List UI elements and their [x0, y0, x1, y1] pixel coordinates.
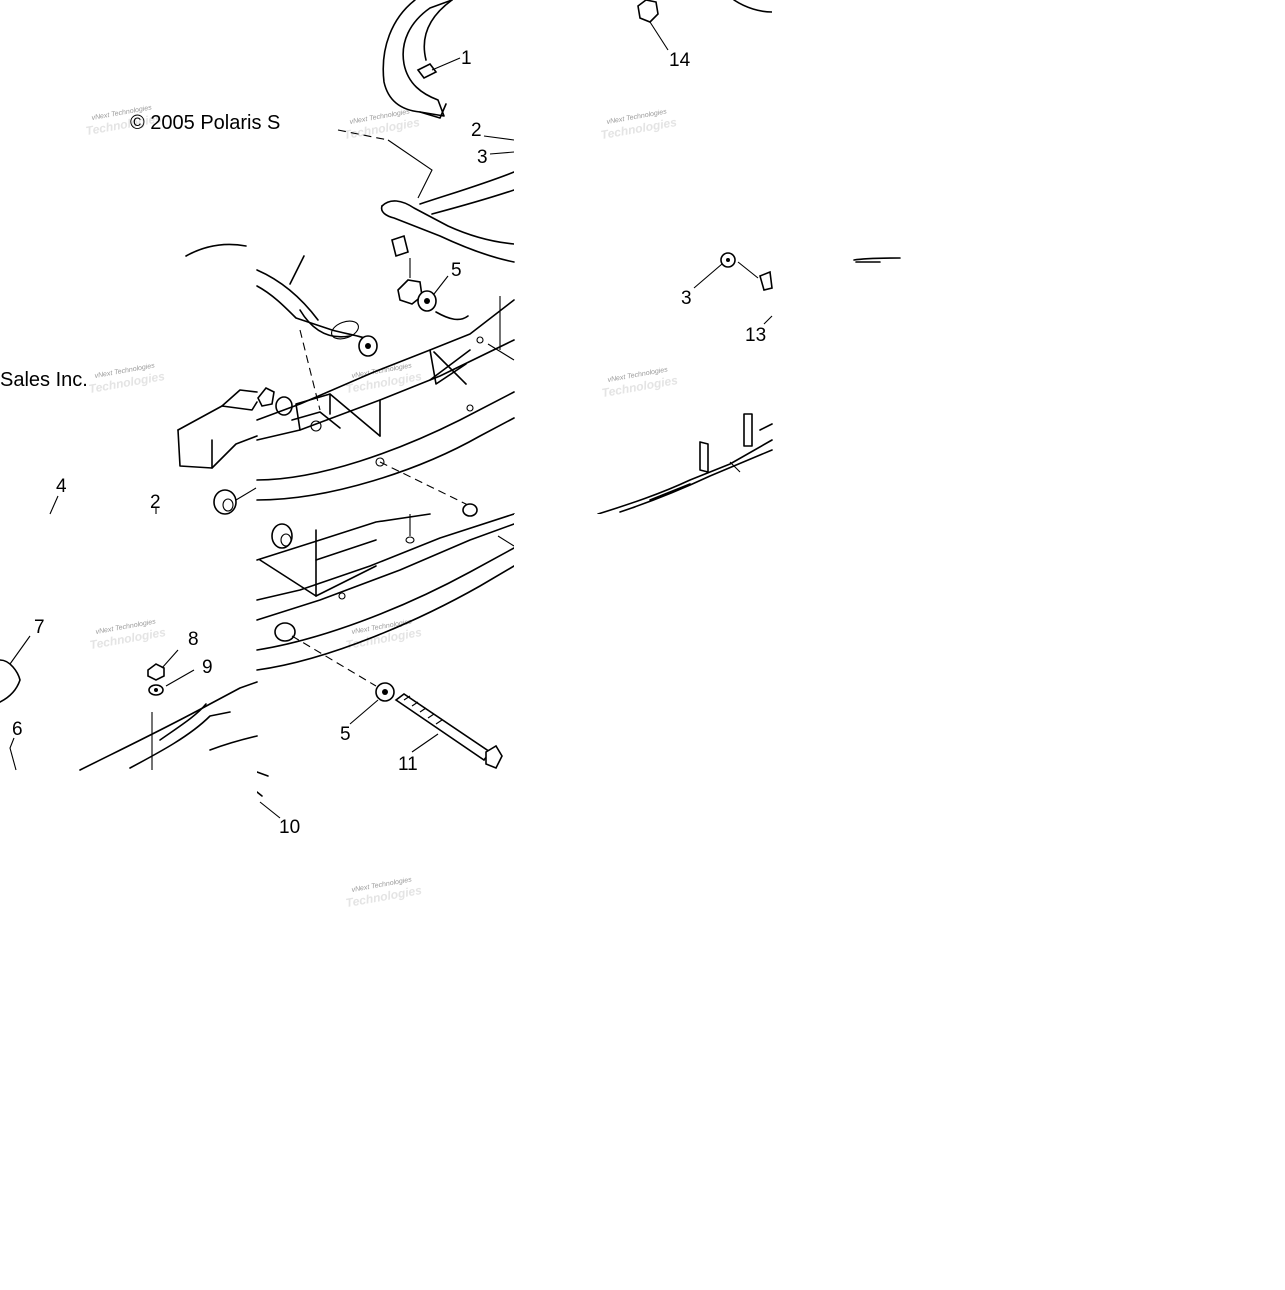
watermark: Technologies vNext Technologies [343, 108, 421, 142]
callout-label: 10 [279, 817, 300, 838]
callout-label: 9 [202, 657, 213, 678]
callout-label: 2 [150, 492, 161, 513]
grab-handle-drawing [337, 0, 515, 312]
watermark: Technologies vNext Technologies [89, 618, 167, 652]
callout-labels: 1 2 3 5 4 2 7 8 9 6 5 11 10 14 3 13 [12, 48, 766, 838]
callout-label: 8 [188, 629, 199, 650]
callout-label: 5 [451, 260, 462, 281]
slide-rail-drawing [0, 513, 515, 797]
callout-label: 11 [398, 754, 418, 775]
callout-label: 3 [681, 288, 692, 309]
copyright-text-continued: Sales Inc. [0, 369, 88, 391]
watermark: Technologies vNext Technologies [601, 366, 679, 400]
watermark: Technologies vNext Technologies [600, 108, 678, 142]
callout-label: 7 [34, 617, 45, 638]
rail-frame-drawing [177, 243, 515, 517]
right-fragment-drawing [597, 0, 901, 515]
watermark: Technologies vNext Technologies [345, 362, 423, 396]
callout-label: 2 [471, 120, 482, 141]
callout-label: 13 [745, 325, 766, 346]
callout-label: 5 [340, 724, 351, 745]
callout-label: 4 [56, 476, 67, 497]
callout-label: 6 [12, 719, 23, 740]
callout-label: 14 [669, 50, 691, 71]
watermark: Technologies vNext Technologies [345, 876, 423, 910]
leader-lines [9, 21, 773, 819]
watermark: Technologies vNext Technologies [88, 362, 166, 396]
watermark: Technologies vNext Technologies [345, 618, 423, 652]
copyright-text: © 2005 Polaris S [130, 112, 280, 134]
callout-label: 3 [477, 147, 488, 168]
callout-label: 1 [461, 48, 472, 69]
